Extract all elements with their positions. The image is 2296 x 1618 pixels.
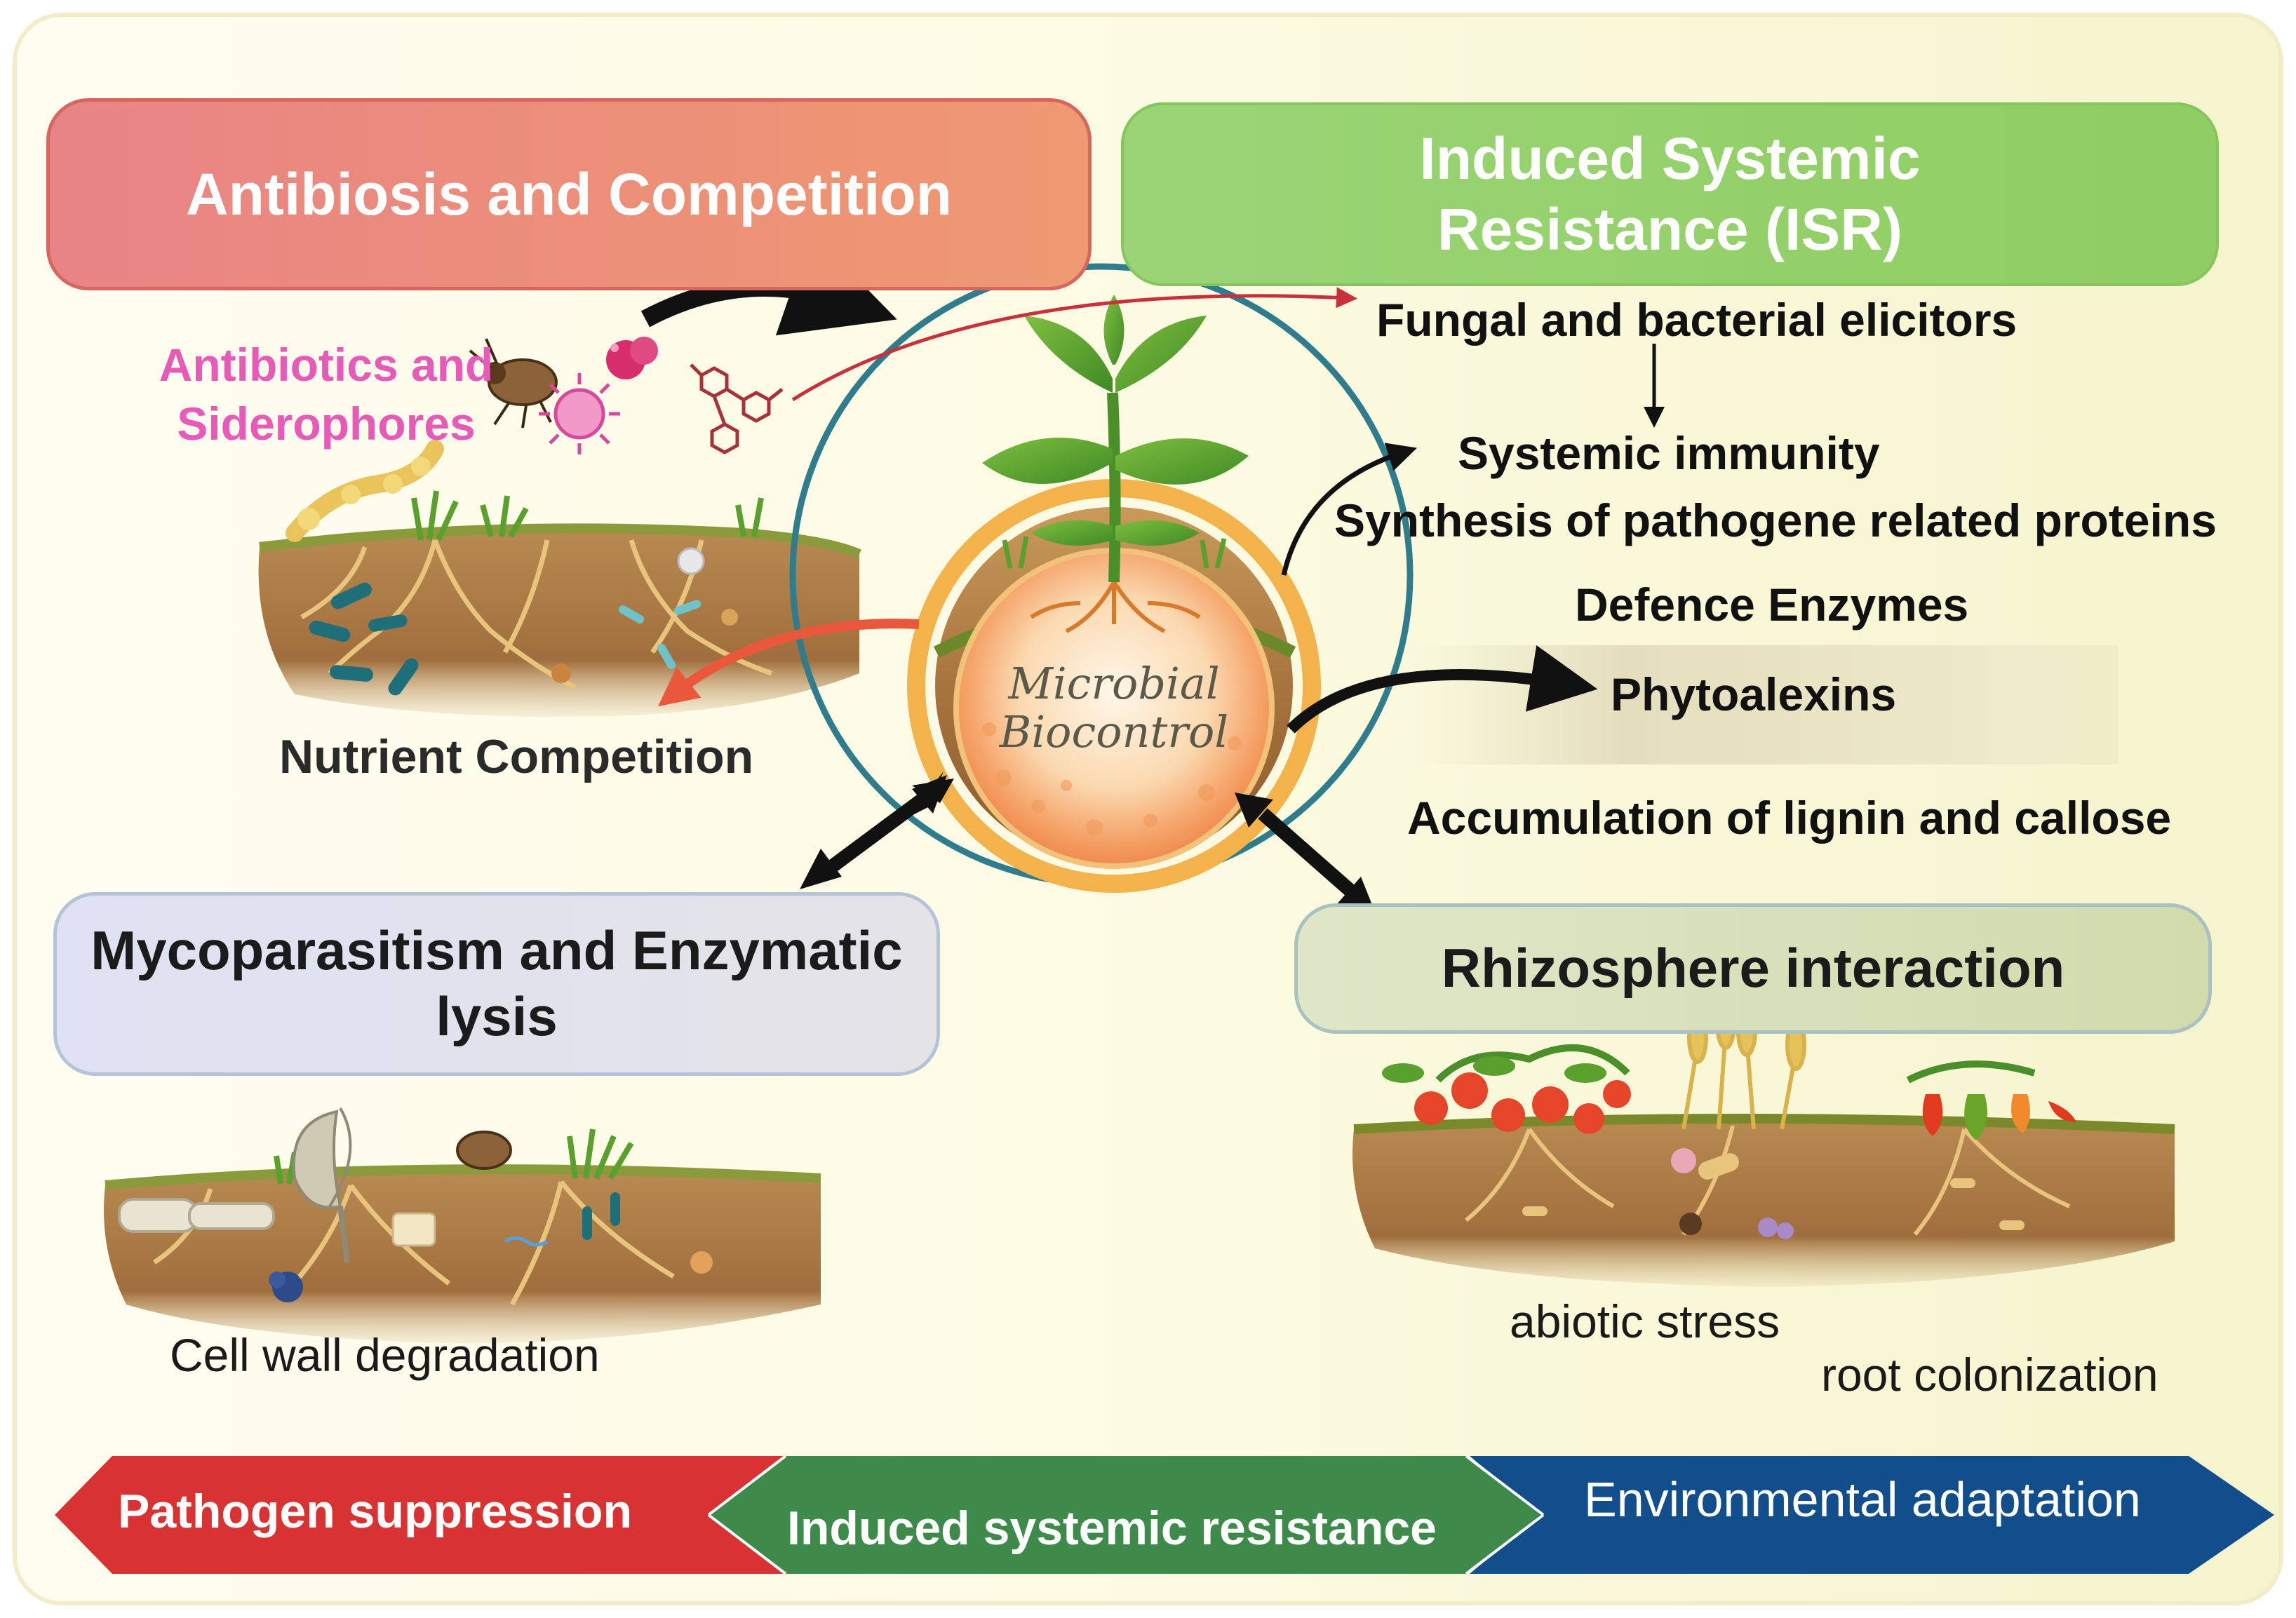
root-colonization-label: root colonization (1821, 1349, 2159, 1401)
myco-title: Mycoparasitism and Enzymatic lysis (90, 919, 903, 1047)
phytoalexins-label: Phytoalexins (1611, 668, 1897, 720)
defence-enzymes-label: Defence Enzymes (1575, 579, 1969, 631)
antibiosis-title: Antibiosis and Competition (186, 161, 952, 227)
environmental-adaptation-label: Environmental adaptation (1584, 1472, 2141, 1527)
rhizo-title: Rhizosphere interaction (1441, 937, 2065, 999)
fungus-soil-scene-icon (104, 1107, 821, 1344)
vegetable-crops-icon (1352, 998, 2175, 1287)
microbial-biocontrol-label: Microbial Biocontrol (999, 658, 1229, 758)
molecule-icon (690, 363, 784, 454)
cell-wall-degradation-label: Cell wall degradation (170, 1329, 600, 1381)
rhizosphere-box: Rhizosphere interaction (1294, 903, 2212, 1034)
double-arrow-rhizo (1235, 793, 1375, 912)
plant-icon (982, 295, 1249, 583)
isr-box: Induced Systemic Resistance (ISR) (1121, 102, 2219, 286)
synthesis-pr-proteins-label: Synthesis of pathogene related proteins (1334, 494, 2217, 546)
band-pathogen-suppression (55, 1456, 800, 1574)
arrow-to-isr (791, 287, 1357, 402)
band-environmental-adaptation (1470, 1456, 2274, 1574)
abiotic-stress-label: abiotic stress (1510, 1295, 1780, 1347)
systemic-immunity-label: Systemic immunity (1458, 427, 1880, 479)
antibiosis-competition-box: Antibiosis and Competition (46, 98, 1092, 290)
soil-cross-section-icon (258, 440, 861, 717)
bottom-bar (55, 1455, 2274, 1575)
soil-ball-icon (907, 479, 1321, 893)
band-induced-systemic-resistance (709, 1456, 1543, 1574)
elicitors-label: Fungal and bacterial elicitors (1376, 294, 2018, 346)
induced-systemic-resistance-label: Induced systemic resistance (787, 1502, 1437, 1555)
isr-title: Induced Systemic Resistance (ISR) (1419, 126, 1921, 262)
bacteria-icon (606, 337, 658, 379)
arrow-to-phytoalexins (1287, 645, 1598, 734)
arrow-antibiosis-to-center (640, 231, 897, 336)
insect-icon (469, 338, 558, 429)
virus-icon (539, 373, 620, 454)
double-arrow-myco (800, 771, 954, 889)
nutrient-competition-label: Nutrient Competition (279, 730, 754, 783)
arrow-to-nutrient (657, 619, 920, 707)
mycoparasitism-box: Mycoparasitism and Enzymatic lysis (53, 892, 940, 1076)
antibiotics-siderophores-label: Antibiotics and Siderophores (159, 339, 494, 450)
arrow-to-systemic (1281, 443, 1417, 576)
pathogen-suppression-label: Pathogen suppression (118, 1485, 632, 1538)
lignin-callose-label: Accumulation of lignin and callose (1407, 792, 2172, 844)
